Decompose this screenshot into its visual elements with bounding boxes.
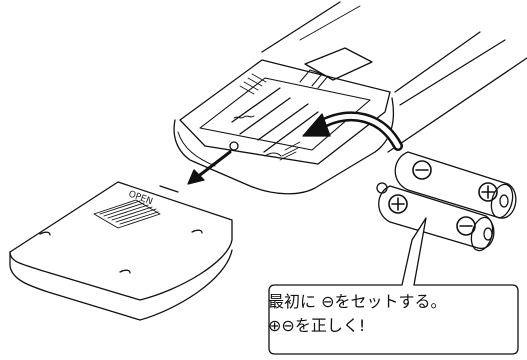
callout-text: 最初に ⊖をセットする。 ⊕⊖を正しく!: [268, 290, 520, 350]
battery-1-plus-symbol: [478, 182, 498, 202]
remove-cover-arrow: [187, 150, 232, 185]
battery-1: [394, 151, 517, 219]
insert-arrow: [302, 111, 403, 151]
cover-grip: [93, 199, 161, 229]
callout-line-2: ⊕⊖を正しく!: [268, 316, 366, 335]
battery-2-minus-symbol: [456, 216, 476, 236]
callout-line-1: 最初に ⊖をセットする。: [268, 292, 447, 311]
battery-cover: [9, 181, 233, 321]
remote-control-body: [173, 1, 527, 195]
battery-2: [376, 182, 495, 252]
callout-box: [268, 217, 519, 355]
battery-1-minus-symbol: [412, 160, 432, 180]
battery-2-plus-symbol: [388, 194, 408, 214]
